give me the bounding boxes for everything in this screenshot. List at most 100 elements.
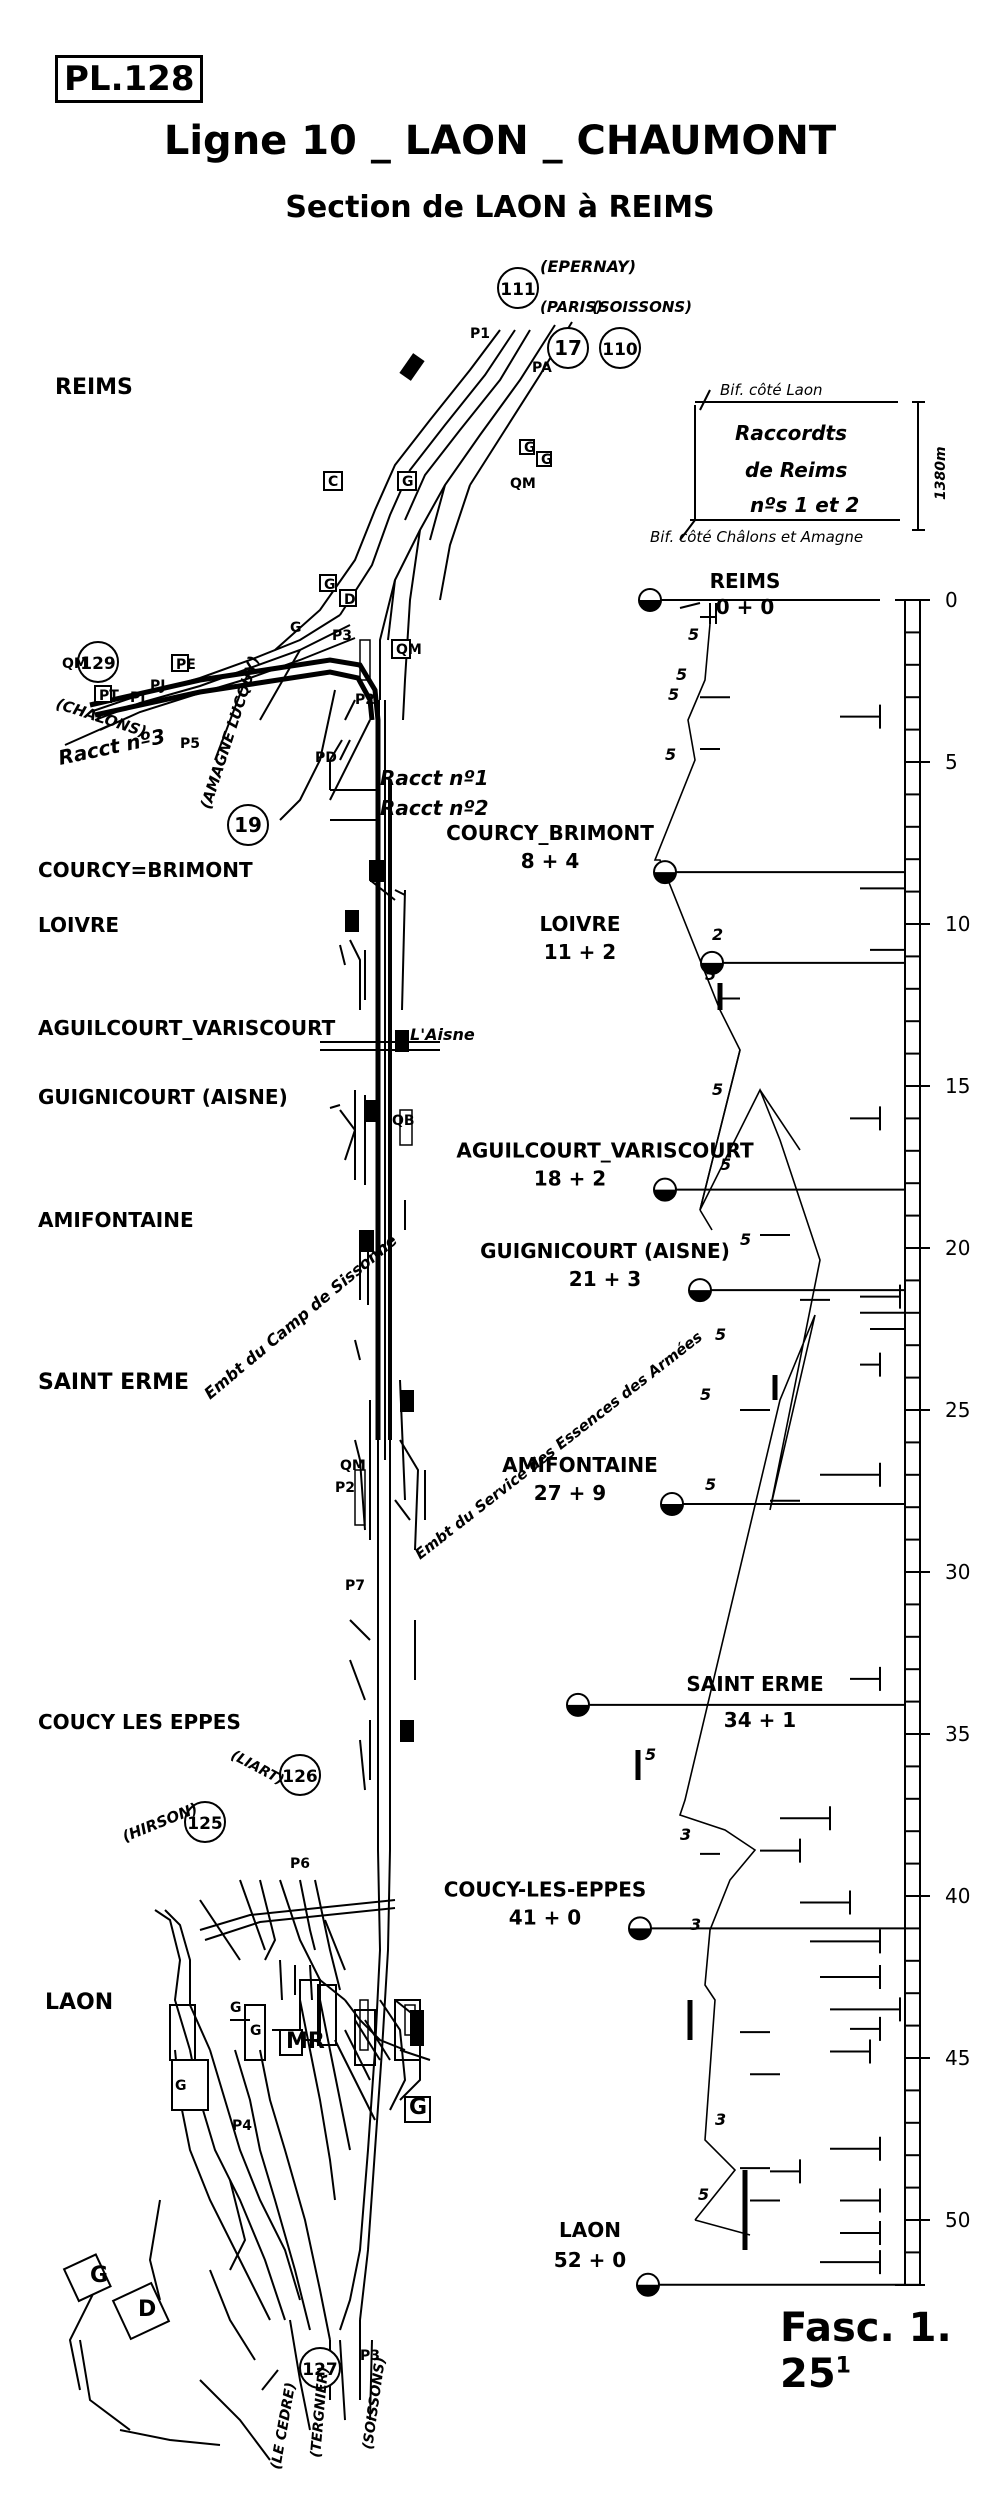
svg-text:125: 125 [187, 1814, 223, 1834]
profile-station-name: REIMS [710, 569, 781, 593]
grade-tick [800, 1890, 851, 1915]
station-label-amifontaine: AMIFONTAINE [38, 1208, 194, 1232]
grade-tick [820, 2250, 881, 2275]
direction-label: (LE CEDRE) [268, 2381, 299, 2470]
km-scale-label: 45 [945, 2046, 970, 2070]
line-number-circle: 125 [184, 1801, 226, 1843]
svg-text:126: 126 [282, 1767, 318, 1787]
station-marker [653, 1177, 677, 1202]
signal-code: PT [99, 688, 119, 704]
svg-text:129: 129 [80, 654, 116, 674]
profile-station-pk: 27 + 9 [534, 1481, 606, 1505]
line-number-circle: 17 [547, 327, 589, 369]
signal-code: P2 [335, 1480, 355, 1496]
gradient-value: 2 [712, 925, 723, 944]
grade-tick [850, 1666, 881, 1691]
svg-text:19: 19 [234, 813, 262, 837]
signal-code: G [541, 452, 553, 468]
line-number-circle: 129 [77, 641, 119, 683]
signal-code: G [175, 2078, 187, 2094]
signal-code: QM [396, 642, 422, 658]
grade-tick [830, 2136, 881, 2161]
grade-tick [840, 2220, 881, 2245]
raccord-box-line3: nºs 1 et 2 [750, 493, 859, 517]
reims-junction-tracks [89, 321, 573, 821]
signal-code: QM [340, 1458, 366, 1474]
profile-station-pk: 41 + 0 [509, 1905, 581, 1929]
signal-code: QM [62, 656, 88, 672]
gradient-value: 5 [705, 1475, 716, 1494]
raccord-1-label: Racct nº1 [380, 766, 489, 790]
station-label-aguilcourt: AGUILCOURT_VARISCOURT [38, 1016, 336, 1040]
signal-code: G [90, 2263, 108, 2288]
signal-code: G [290, 620, 302, 636]
gradient-value: 5 [740, 1230, 751, 1249]
km-scale-label: 35 [945, 1722, 970, 1746]
signal-code: P1 [470, 326, 490, 342]
profile-station-name: SAINT ERME [686, 1672, 823, 1696]
gradient-value: 5 [712, 1080, 723, 1099]
signal-code: QM [510, 476, 536, 492]
profile-station-pk: 11 + 2 [544, 940, 616, 964]
profile-station-pk: 0 + 0 [716, 595, 775, 619]
gradient-value: 5 [645, 1745, 656, 1764]
line-number-circle: 127 [299, 2347, 341, 2389]
signal-code: G [230, 2000, 242, 2016]
station-label-reims: REIMS [55, 375, 133, 400]
profile-station-name: LAON [559, 2218, 621, 2242]
main-line [376, 700, 392, 1460]
signal-code: PJ [150, 678, 165, 694]
station-label-courcy: COURCY=BRIMONT [38, 858, 253, 882]
signal-code: G [524, 440, 536, 456]
grade-tick [810, 1929, 881, 1954]
direction-label: (LIART) [228, 1747, 286, 1788]
station-label-laon: LAON [45, 1990, 114, 2015]
profile-curve [653, 623, 821, 2236]
direction-label: (TERGNIER) [308, 2366, 332, 2458]
svg-text:111: 111 [500, 280, 536, 300]
gradient-value: 5 [676, 665, 687, 684]
profile-station-name: COURCY_BRIMONT [446, 821, 654, 845]
signal-code: G [250, 2023, 262, 2039]
line-number-circle: 19 [227, 804, 269, 846]
station-marker [628, 1916, 652, 1941]
grade-tick [860, 1300, 906, 1325]
gradient-value: 5 [698, 2185, 709, 2204]
aisne-river-label: L'Aisne [410, 1025, 475, 1044]
bif-top-label: Bif. côté Laon [720, 381, 823, 399]
direction-label: (SOISSONS) [592, 298, 692, 316]
line-number-circle: 111 [497, 267, 539, 309]
raccord-2-label: Racct nº2 [380, 796, 489, 820]
signal-code: PA [532, 360, 552, 376]
station-marker [660, 1491, 684, 1516]
signal-code: D [344, 592, 356, 608]
grade-tick [820, 1965, 881, 1989]
hatched-buildings [354, 639, 416, 2051]
profile-station-markers [566, 588, 724, 2297]
station-marker [638, 588, 662, 612]
signal-boxes [345, 353, 425, 2046]
signal-code: G [324, 577, 336, 593]
station-marker [700, 950, 724, 975]
grade-tick [870, 1317, 906, 1341]
profile-station-pk: 8 + 4 [521, 849, 580, 873]
gradient-value: 5 [665, 745, 676, 764]
fascicle-reference: Fasc. 1. 251 [780, 2305, 1000, 2397]
km-scale-label: 10 [945, 912, 970, 936]
raccord-box-line2: de Reims [745, 458, 848, 482]
grade-tick [820, 1462, 881, 1487]
signal-code: D [138, 2297, 156, 2322]
gradient-value: 3 [680, 1825, 691, 1844]
station-label-guignicourt: GUIGNICOURT (AISNE) [38, 1085, 288, 1109]
signal-code: P6 [290, 1856, 310, 1872]
station-marker [688, 1278, 712, 1303]
km-scale-label: 50 [945, 2208, 970, 2232]
grade-tick [840, 2188, 881, 2213]
fascicle-superscript: 1 [835, 2353, 851, 2379]
signal-code: P3 [360, 2348, 380, 2364]
signal-code: P4 [232, 2118, 252, 2134]
profile-station-name: LOIVRE [539, 912, 620, 936]
